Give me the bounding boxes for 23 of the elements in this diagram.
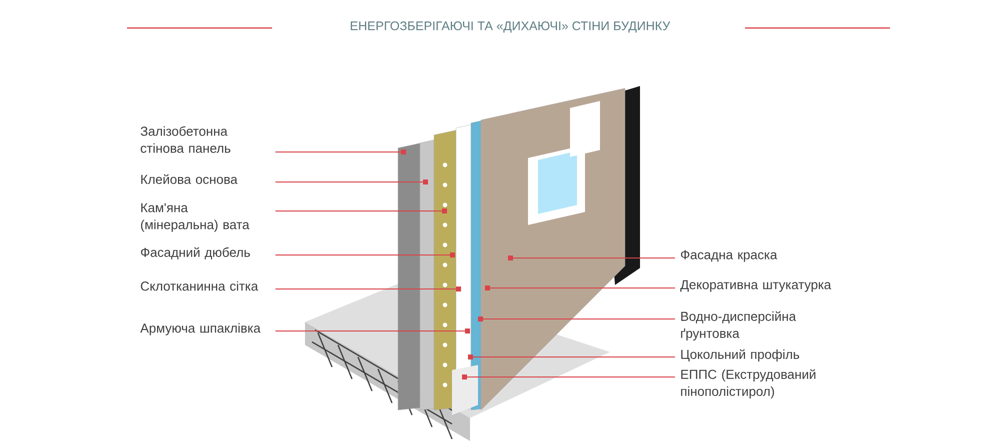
layer-label: Фасадна краска [680,250,778,262]
title: ЕНЕРГОЗБЕРІГАЮЧІ ТА «ДИХАЮЧІ» СТІНИ БУДИНКУ [350,21,670,33]
layer-label: Залізобетонна стінова панель [140,126,230,153]
leader-line [274,286,461,292]
layer-label: Клейова основа [141,174,238,184]
layer-label: Склотканинна сітка [140,281,258,291]
leader-line [485,286,676,290]
leader-line [274,180,428,184]
leader-line [274,328,470,334]
leader-line [274,150,406,154]
leader-line [508,256,676,260]
layer-label: Кам'яна (мінеральна) вата [141,203,250,232]
leader-line [462,374,676,380]
leader-line [468,354,676,360]
layer-label: Декоративна штукатурка [680,280,832,292]
leader-line [274,208,447,214]
layer-label: Фасадний дюбель [140,247,250,260]
layer-label: Водно-дисперсійна ґрунтовка [681,311,796,341]
layer-label: ЕППС (Екструдований пінополістирол) [681,369,816,399]
layer-label: Армуюча шпаклівка [140,323,261,336]
leader-line [478,316,676,322]
leader-line [274,252,455,258]
layer-label: Цокольний профіль [681,349,800,362]
